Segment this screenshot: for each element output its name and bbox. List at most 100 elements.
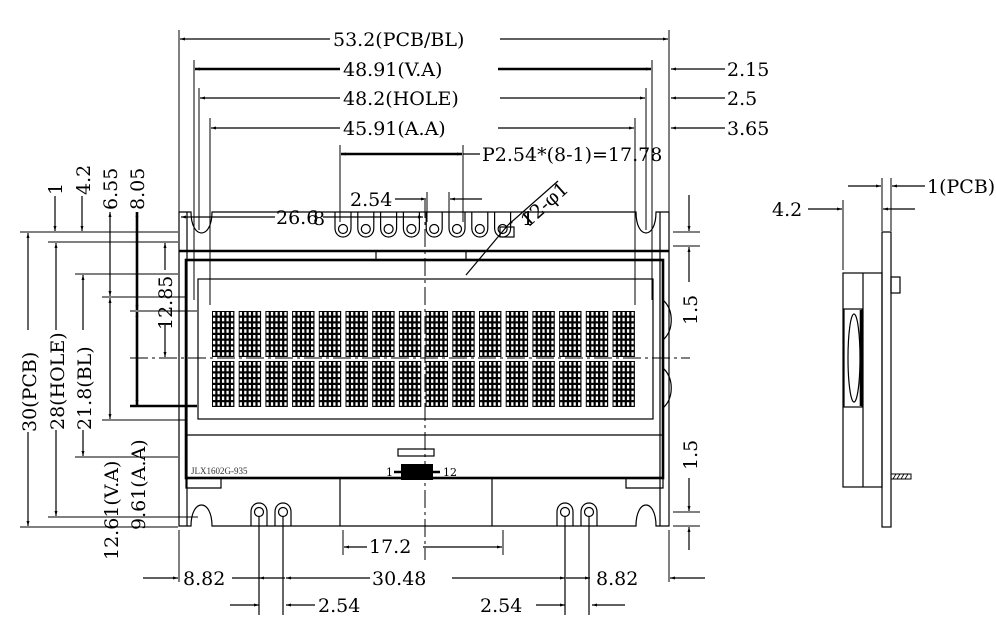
- char-dot: [471, 367, 474, 372]
- char-dot: [253, 385, 256, 389]
- char-dot: [324, 362, 327, 366]
- char-dot: [497, 312, 501, 316]
- char-dot: [302, 390, 305, 395]
- char-dot: [515, 329, 518, 333]
- char-dot: [488, 402, 492, 406]
- char-block: [212, 311, 235, 357]
- char-dot: [457, 396, 461, 401]
- char-dot: [359, 335, 363, 339]
- char-dot: [493, 329, 496, 333]
- model-label: JLX1602G-935: [191, 466, 248, 476]
- char-dot: [355, 390, 358, 395]
- char-dot: [413, 367, 416, 372]
- dim-bl-height: 21.8(BL): [74, 346, 96, 430]
- char-dot: [426, 340, 429, 345]
- char-dot: [404, 390, 407, 395]
- char-dot: [595, 373, 599, 378]
- character-cell: [479, 361, 502, 407]
- char-dot: [564, 335, 567, 339]
- char-dot: [230, 385, 234, 389]
- character-cell: [452, 361, 475, 407]
- char-dot: [560, 379, 563, 383]
- char-dot: [497, 335, 501, 339]
- char-dot: [617, 390, 621, 395]
- char-dot: [226, 312, 229, 316]
- char-dot: [213, 323, 216, 328]
- char-dot: [257, 352, 260, 356]
- connector-pin1-label: 1: [386, 466, 393, 479]
- char-dot: [386, 379, 389, 383]
- char-dot: [337, 352, 340, 356]
- char-dot: [221, 367, 225, 372]
- char-dot: [306, 340, 309, 345]
- char-dot: [435, 312, 438, 316]
- char-dot: [578, 396, 581, 401]
- char-dot: [578, 373, 581, 378]
- char-dot: [382, 362, 385, 366]
- char-dot: [626, 335, 630, 339]
- char-dot: [257, 402, 260, 406]
- char-dot: [573, 312, 576, 316]
- char-dot: [426, 346, 429, 351]
- char-dot: [373, 402, 376, 406]
- char-dot: [213, 402, 216, 406]
- char-dot: [404, 362, 407, 366]
- char-dot: [279, 367, 283, 372]
- char-dot: [524, 402, 527, 406]
- char-dot: [404, 340, 407, 345]
- char-dot: [444, 335, 447, 339]
- char-dot: [350, 335, 354, 339]
- connector-pin12-label: 12: [443, 466, 457, 479]
- char-dot: [600, 379, 603, 383]
- char-dot: [293, 317, 296, 322]
- char-dot: [537, 352, 541, 356]
- char-dot: [431, 379, 434, 383]
- bottom-pad: [580, 502, 598, 615]
- char-dot: [377, 312, 380, 316]
- pad-outline: [556, 502, 574, 526]
- char-dot: [297, 352, 300, 356]
- char-dot: [524, 385, 527, 389]
- char-dot: [213, 329, 216, 333]
- char-dot: [279, 340, 283, 345]
- char-dot: [560, 362, 563, 366]
- char-dot: [417, 335, 421, 339]
- char-dot: [560, 352, 563, 356]
- char-dot: [373, 396, 376, 401]
- char-dot: [373, 362, 376, 366]
- char-dot: [311, 396, 314, 401]
- char-dot: [404, 323, 407, 328]
- char-dot: [359, 367, 363, 372]
- char-dot: [270, 323, 274, 328]
- char-dot: [617, 335, 621, 339]
- char-dot: [279, 346, 283, 351]
- char-dot: [408, 367, 412, 372]
- char-dot: [404, 312, 407, 316]
- char-dot: [484, 317, 487, 322]
- char-dot: [444, 373, 447, 378]
- char-dot: [600, 402, 603, 406]
- char-dot: [613, 335, 616, 339]
- char-dot: [533, 362, 536, 366]
- char-dot: [333, 335, 336, 339]
- char-dot: [213, 396, 216, 401]
- char-dot: [337, 362, 340, 366]
- char-dot: [631, 390, 634, 395]
- char-dot: [413, 402, 416, 406]
- char-dot: [359, 379, 363, 383]
- char-dot: [515, 352, 518, 356]
- bottom-pad: [274, 502, 292, 615]
- char-dot: [373, 335, 376, 339]
- char-dot: [386, 402, 389, 406]
- char-dot: [631, 402, 634, 406]
- char-dot: [399, 385, 403, 389]
- char-dot: [622, 385, 625, 389]
- char-dot: [488, 390, 492, 395]
- char-dot: [586, 346, 590, 351]
- char-dot: [266, 379, 269, 383]
- char-dot: [413, 329, 416, 333]
- char-dot: [239, 335, 242, 339]
- char-dot: [626, 379, 630, 383]
- char-dot: [471, 340, 474, 345]
- char-dot: [511, 329, 514, 333]
